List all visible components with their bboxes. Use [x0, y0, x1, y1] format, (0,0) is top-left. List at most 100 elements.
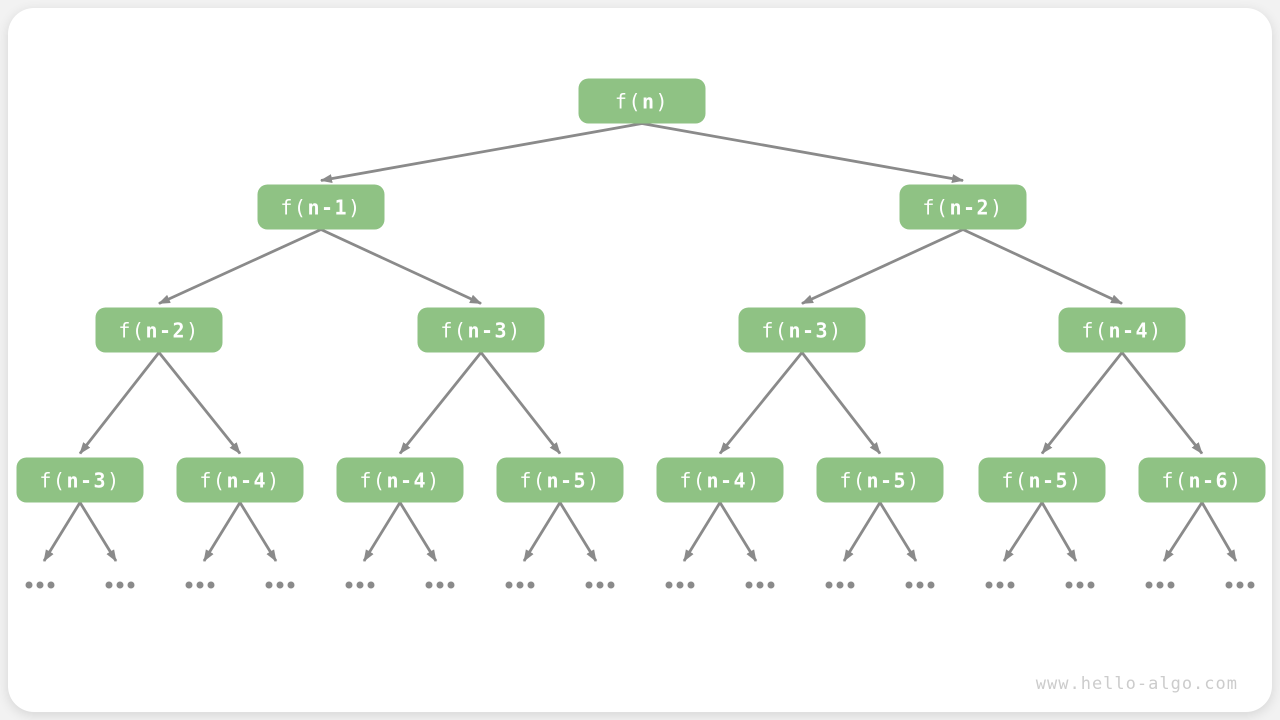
ellipsis-leaf: [665, 581, 695, 589]
node-label-prefix: f(: [1081, 318, 1109, 342]
ellipsis-dot: [1236, 581, 1244, 589]
ellipsis-dot: [367, 581, 375, 589]
tree-node: f(n-6): [1138, 457, 1266, 503]
tree-edge: [398, 351, 483, 455]
ellipsis-dot: [985, 581, 993, 589]
node-label-argument: n-4: [1108, 318, 1150, 342]
ellipsis-leaf: [185, 581, 215, 589]
node-label-prefix: f(: [922, 195, 950, 219]
tree-edge: [682, 501, 722, 562]
node-label-suffix: ): [587, 468, 601, 492]
tree-node: f(n-5): [496, 457, 624, 503]
ellipsis-leaf: [585, 581, 615, 589]
node-label-argument: n-2: [145, 318, 187, 342]
tree-edge: [320, 122, 643, 184]
ellipsis-dot: [1007, 581, 1015, 589]
ellipsis-dot: [836, 581, 844, 589]
node-label-suffix: ): [829, 318, 843, 342]
ellipsis-leaf: [745, 581, 775, 589]
node-label-argument: n-1: [307, 195, 349, 219]
ellipsis-dot: [745, 581, 753, 589]
tree-edge: [718, 501, 758, 562]
ellipsis-dot: [276, 581, 284, 589]
tree-edge: [1200, 501, 1238, 562]
node-label-suffix: ): [186, 318, 200, 342]
ellipsis-dot: [287, 581, 295, 589]
ellipsis-dot: [265, 581, 273, 589]
tree-node: f(n-4): [336, 457, 464, 503]
node-label-argument: n-4: [386, 468, 428, 492]
ellipsis-dot: [996, 581, 1004, 589]
ellipsis-dot: [127, 581, 135, 589]
ellipsis-dot: [1156, 581, 1164, 589]
node-label-suffix: ): [427, 468, 441, 492]
node-label-argument: n-5: [866, 468, 908, 492]
tree-edge: [362, 501, 402, 562]
tree-node: f(n-1): [257, 184, 385, 230]
node-label-argument: n-4: [226, 468, 268, 492]
ellipsis-leaf: [505, 581, 535, 589]
ellipsis-dot: [185, 581, 193, 589]
node-label-suffix: ): [1069, 468, 1083, 492]
tree-edge: [42, 501, 82, 562]
ellipsis-dot: [436, 581, 444, 589]
ellipsis-dot: [665, 581, 673, 589]
tree-edge: [78, 351, 161, 455]
ellipsis-dot: [105, 581, 113, 589]
tree-edge: [842, 501, 882, 562]
ellipsis-dot: [676, 581, 684, 589]
node-label-suffix: ): [1149, 318, 1163, 342]
node-label-argument: n-5: [546, 468, 588, 492]
tree-edge: [320, 228, 482, 305]
ellipsis-dot: [345, 581, 353, 589]
node-label-suffix: ): [267, 468, 281, 492]
tree-node: f(n-4): [1058, 307, 1186, 353]
node-label-prefix: f(: [199, 468, 227, 492]
node-label-suffix: ): [348, 195, 362, 219]
node-label-suffix: ): [508, 318, 522, 342]
ellipsis-leaf: [425, 581, 455, 589]
node-label-prefix: f(: [614, 89, 642, 113]
ellipsis-leaf: [105, 581, 135, 589]
ellipsis-dot: [767, 581, 775, 589]
ellipsis-dot: [1225, 581, 1233, 589]
tree-node: f(n-5): [816, 457, 944, 503]
node-label-prefix: f(: [679, 468, 707, 492]
tree-edge: [641, 122, 964, 184]
node-label-suffix: ): [907, 468, 921, 492]
ellipsis-dot: [607, 581, 615, 589]
ellipsis-dot: [1065, 581, 1073, 589]
ellipsis-dot: [207, 581, 215, 589]
ellipsis-dot: [47, 581, 55, 589]
node-label-prefix: f(: [519, 468, 547, 492]
tree-node: f(n-4): [176, 457, 304, 503]
node-label-prefix: f(: [1161, 468, 1189, 492]
ellipsis-dot: [585, 581, 593, 589]
node-label-prefix: f(: [39, 468, 67, 492]
ellipsis-dot: [25, 581, 33, 589]
ellipsis-leaf: [905, 581, 935, 589]
ellipsis-dot: [1087, 581, 1095, 589]
node-label-prefix: f(: [839, 468, 867, 492]
tree-edge: [1162, 501, 1204, 562]
tree-node: f(n-4): [656, 457, 784, 503]
ellipsis-dot: [527, 581, 535, 589]
tree-edge: [878, 501, 918, 562]
tree-edge: [1040, 351, 1124, 455]
tree-edge: [157, 351, 242, 455]
tree-edge: [398, 501, 438, 562]
tree-edge: [1040, 501, 1078, 562]
tree-node: f(n-3): [16, 457, 144, 503]
tree-node: f(n-2): [95, 307, 223, 353]
node-label-prefix: f(: [118, 318, 146, 342]
ellipsis-leaf: [825, 581, 855, 589]
tree-node: f(n-2): [899, 184, 1027, 230]
ellipsis-dot: [1145, 581, 1153, 589]
node-label-argument: n-6: [1188, 468, 1230, 492]
tree-edge: [558, 501, 598, 562]
ellipsis-dot: [825, 581, 833, 589]
node-label-argument: n-3: [66, 468, 108, 492]
